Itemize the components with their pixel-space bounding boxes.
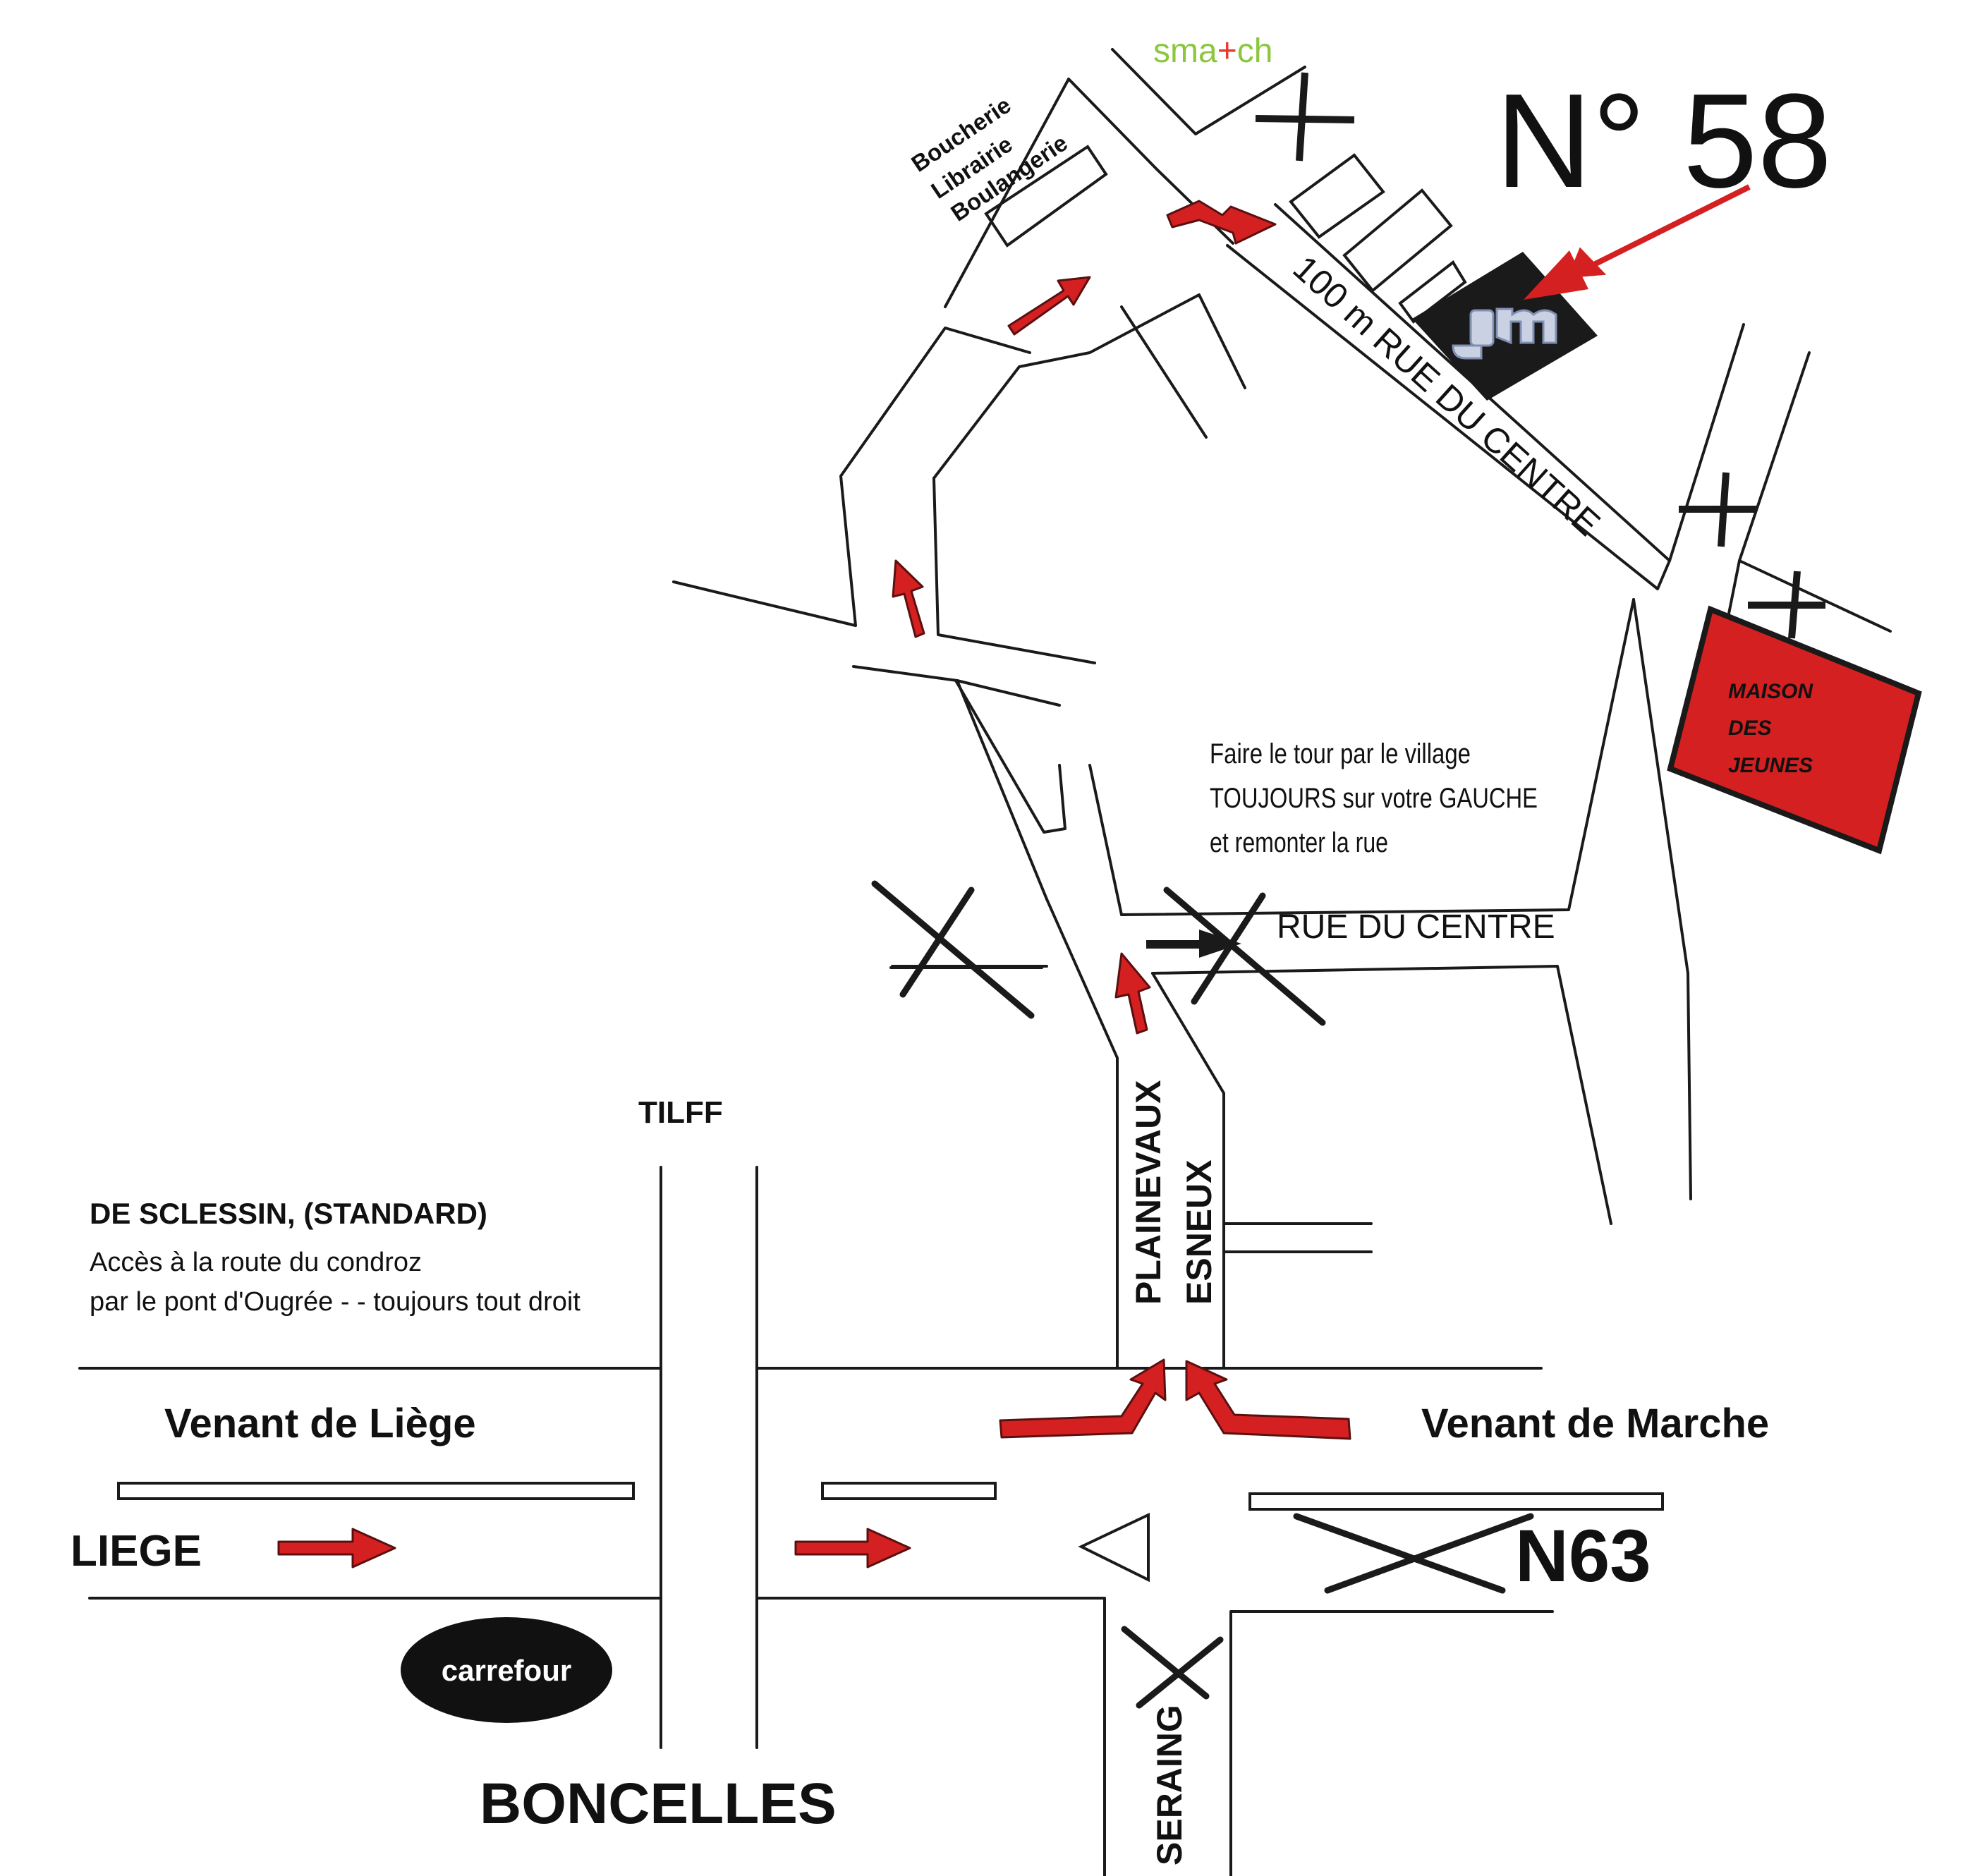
boncelles-label: BONCELLES [480,1772,837,1836]
sclessin-title: DE SCLESSIN, (STANDARD) [90,1197,487,1230]
no-entry-cross-icon [1163,887,1326,1026]
direction-arrow-icon [1185,1360,1351,1440]
sclessin-line-2: par le pont d'Ougrée - - toujours tout d… [90,1287,581,1317]
upper-branch-right-a [932,477,1096,664]
sclessin-line-1: Accès à la route du condroz [90,1248,422,1277]
address-number: N° 58 [1495,66,1832,216]
direction-arrow-icon [1114,952,1151,1035]
church-cross-icon [1679,472,1756,547]
direction-arrow-icon [794,1528,911,1569]
jm-logo-icon [1452,307,1557,360]
n63-label: N63 [1515,1515,1651,1597]
building-3 [1398,260,1467,324]
note-line-2: TOUJOURS sur votre GAUCHE [1210,783,1538,814]
upper-branch-left-a [852,665,959,682]
right-road-a [1668,323,1745,562]
building-1 [1289,153,1385,239]
no-entry-cross-icon [1293,1513,1534,1594]
plainevaux-road-right-edge [1151,972,1225,1370]
direction-arrow-icon [1524,250,1588,300]
rue-du-centre-bottom-right [1151,965,1612,1225]
pointer-arrow-shaft [1586,184,1751,271]
match-corner [1111,48,1306,135]
direction-arrow-icon [892,559,925,638]
upper-branch-left-b [672,327,1031,627]
maison-label-2: DES [1728,717,1772,740]
venant-de-liege-label: Venant de Liège [164,1401,476,1446]
direction-arrow-icon [277,1528,396,1569]
direction-arrows [277,184,1751,1583]
winding-road-a [956,679,1061,901]
winding-road-b [954,679,1066,834]
tilff-label: TILFF [638,1095,723,1130]
note-line-1: Faire le tour par le village [1210,738,1471,769]
median-middle [821,1482,997,1500]
seraing-label: SERAING [1150,1705,1189,1865]
direction-arrow-icon [1007,276,1091,336]
venant-de-marche-label: Venant de Marche [1421,1401,1769,1446]
upper-branch-right-b [932,293,1246,480]
no-entry-cross-icon [871,880,1035,1019]
note-line-3: et remonter la rue [1210,827,1388,858]
upper-road-a [944,78,1158,308]
roundabout-triangle-icon [1078,1512,1150,1583]
direction-arrow-icon [1166,200,1277,245]
match-logo: sma+ch [1153,32,1272,70]
church-cross-icon [1255,72,1355,162]
maison-des-jeunes-building [1667,605,1922,855]
esneux-label: ESNEUX [1179,1159,1219,1305]
no-entry-cross-icon [1121,1626,1224,1709]
main-road-bottom-right-edge [1229,1610,1554,1876]
rue-du-centre-top-right [1120,598,1635,916]
median-right [1248,1492,1664,1511]
road-network [78,48,1892,1876]
church-cross-icon [1748,571,1825,639]
building-2 [1342,188,1453,293]
plainevaux-label: PLAINEVAUX [1129,1080,1168,1305]
carrefour-label: carrefour [442,1654,571,1687]
direction-arrow-icon [1146,930,1241,958]
rue-du-centre-label: RUE DU CENTRE [1277,908,1555,946]
upper-branch-right-c [1120,305,1208,439]
rue-centre-diag-bottom [1226,244,1671,590]
direction-arrow-icon [999,1358,1167,1439]
winding-road-c [1088,764,1123,916]
liege-label: LIEGE [71,1527,202,1576]
median-left [117,1482,635,1500]
plainevaux-road-left-edge [1045,898,1119,1370]
maison-label-3: JEUNES [1728,754,1813,777]
seraing-road-left-edge [755,1597,1106,1876]
shops-building [984,145,1108,248]
carrefour-shape [401,1617,612,1723]
right-road-b [1632,598,1692,1200]
right-road-c [1738,351,1892,633]
maison-label-1: MAISON [1728,680,1813,703]
